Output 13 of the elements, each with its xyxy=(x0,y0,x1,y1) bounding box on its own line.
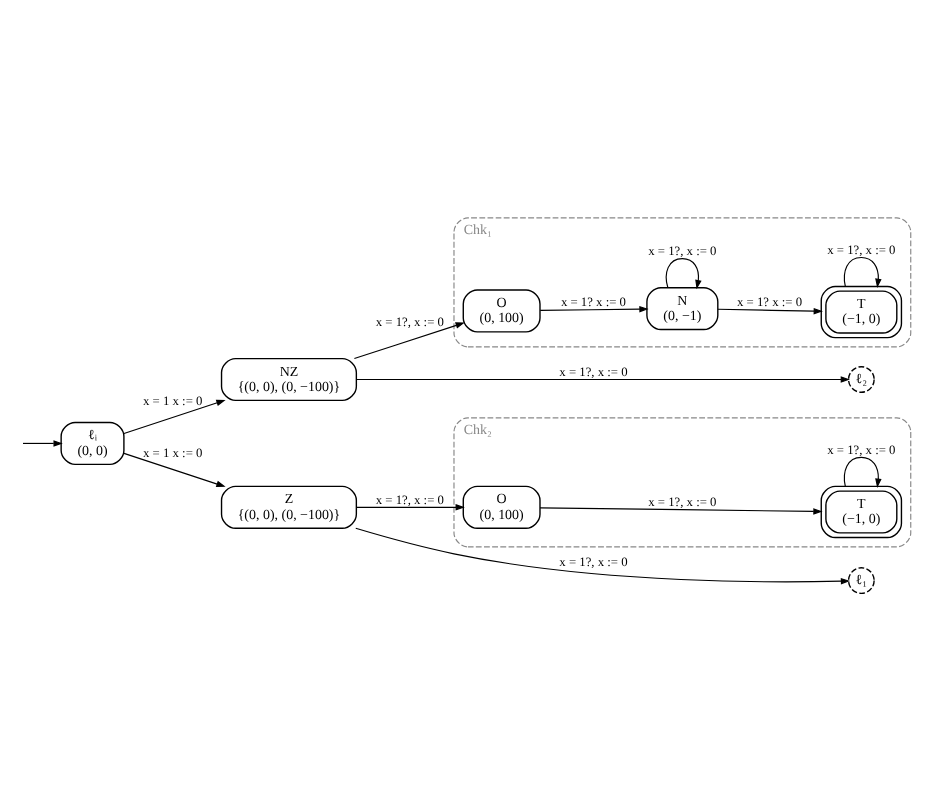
arrow xyxy=(665,257,702,289)
arrow xyxy=(355,526,851,584)
arrow xyxy=(843,255,882,287)
arrow xyxy=(356,375,850,382)
arrow xyxy=(843,455,882,487)
arrow xyxy=(353,321,465,359)
arrow xyxy=(22,439,63,446)
arrow xyxy=(123,451,226,487)
arrow xyxy=(717,306,823,314)
arrow xyxy=(539,506,823,514)
arrow xyxy=(539,304,649,312)
arrow xyxy=(356,503,465,510)
arrow xyxy=(123,398,226,433)
